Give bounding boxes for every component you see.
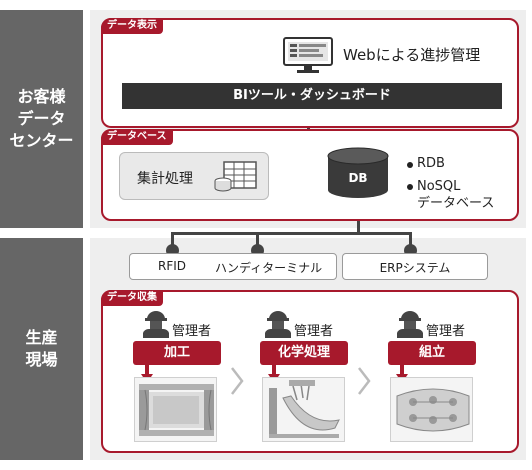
process-chemical: 化学処理 — [260, 341, 348, 365]
db-type-rdb: RDB — [417, 156, 445, 171]
customer-datacenter-text: お客様 データ センター — [9, 87, 74, 150]
worker-icon-3 — [397, 310, 423, 338]
chemical-machine-image — [262, 377, 345, 442]
worker-icon-1 — [143, 310, 169, 338]
spreadsheet-icon — [214, 161, 258, 193]
connector-rfid — [171, 232, 174, 250]
process-assembly: 組立 — [388, 341, 476, 365]
web-progress-label: Webによる進捗管理 — [343, 46, 481, 64]
handy-terminal-label: ハンディターミナル — [215, 261, 323, 275]
monitor-icon — [283, 37, 333, 75]
rfid-handy-pill — [129, 253, 337, 280]
worker-icon-2 — [265, 310, 291, 338]
db-type-nosql: NoSQL データベース — [417, 179, 495, 211]
customer-datacenter-label: お客様 データ センター — [0, 10, 83, 228]
data-display-tag: データ表示 — [101, 18, 163, 34]
erp-pill — [342, 253, 488, 280]
assembly-machine-image — [390, 377, 473, 442]
flow-arrow-2 — [356, 366, 372, 396]
db-type-dot-2 — [407, 184, 413, 190]
rfid-label: RFID — [158, 259, 187, 273]
aggregate-box: 集計処理 — [119, 152, 269, 200]
manager-label-3: 管理者 — [426, 324, 466, 339]
connector-bus — [172, 232, 412, 235]
database-tag: データベース — [101, 129, 173, 145]
manager-label-1: 管理者 — [172, 324, 212, 339]
flow-arrow-1 — [229, 366, 245, 396]
connector-bi-db — [307, 110, 310, 146]
db-type-dot-1 — [407, 162, 413, 168]
bi-dashboard-label: BIツール・ダッシュボード — [233, 88, 391, 103]
db-cylinder-icon: DB — [326, 146, 390, 200]
manager-label-2: 管理者 — [294, 324, 334, 339]
aggregate-label: 集計処理 — [137, 171, 193, 187]
bi-dashboard-bar: BIツール・ダッシュボード — [122, 83, 502, 109]
erp-label: ERPシステム — [379, 261, 451, 275]
factory-floor-label: 生産 現場 — [0, 238, 83, 460]
connector-handy — [256, 232, 259, 250]
factory-floor-text: 生産 現場 — [25, 328, 58, 369]
db-label: DB — [348, 171, 368, 185]
machining-machine-image — [134, 377, 217, 442]
process-machining: 加工 — [133, 341, 221, 365]
connector-erp — [409, 232, 412, 250]
data-collection-tag: データ収集 — [101, 290, 163, 306]
